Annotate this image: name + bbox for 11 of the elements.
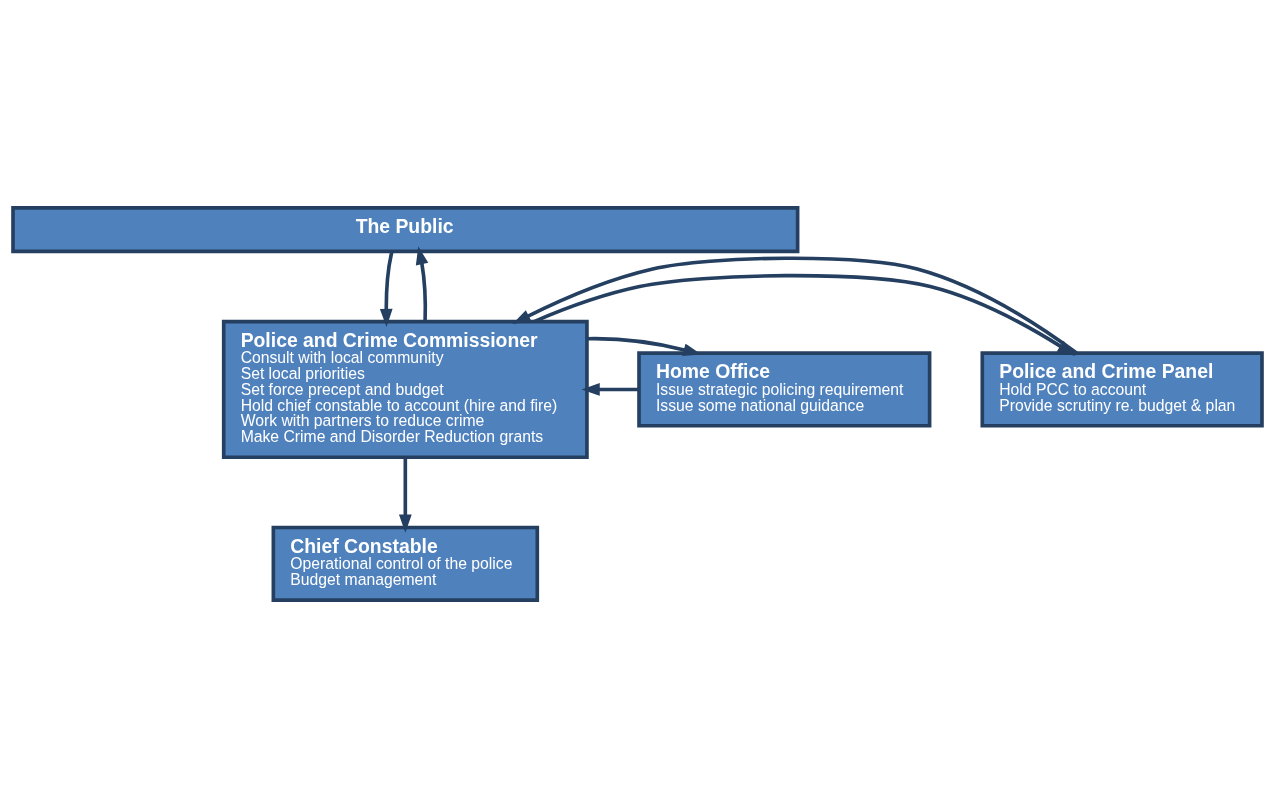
arrow	[581, 382, 639, 396]
arrow	[533, 273, 1076, 356]
arrow	[512, 255, 1078, 354]
arrow	[398, 457, 412, 533]
arrow	[379, 250, 394, 327]
node-box: Chief Constable Operational control of the police Budget management	[271, 525, 540, 602]
node-box: Home Office Issue strategic policing requirement Issue some national guidance	[637, 350, 932, 428]
arrow	[415, 245, 429, 322]
node-box: Police and Crime Panel Hold PCC to account Provide scrutiny re. budget & plan	[980, 350, 1264, 428]
node-box: Police and Crime Commissioner Consult with local community Set local priorities Set force precept and budget Hold chief constable to account (hire and fire) Work with partners to reduce crime Make Crime and Disorder Reduction grants	[221, 319, 589, 459]
node-box: The Public	[11, 205, 800, 253]
